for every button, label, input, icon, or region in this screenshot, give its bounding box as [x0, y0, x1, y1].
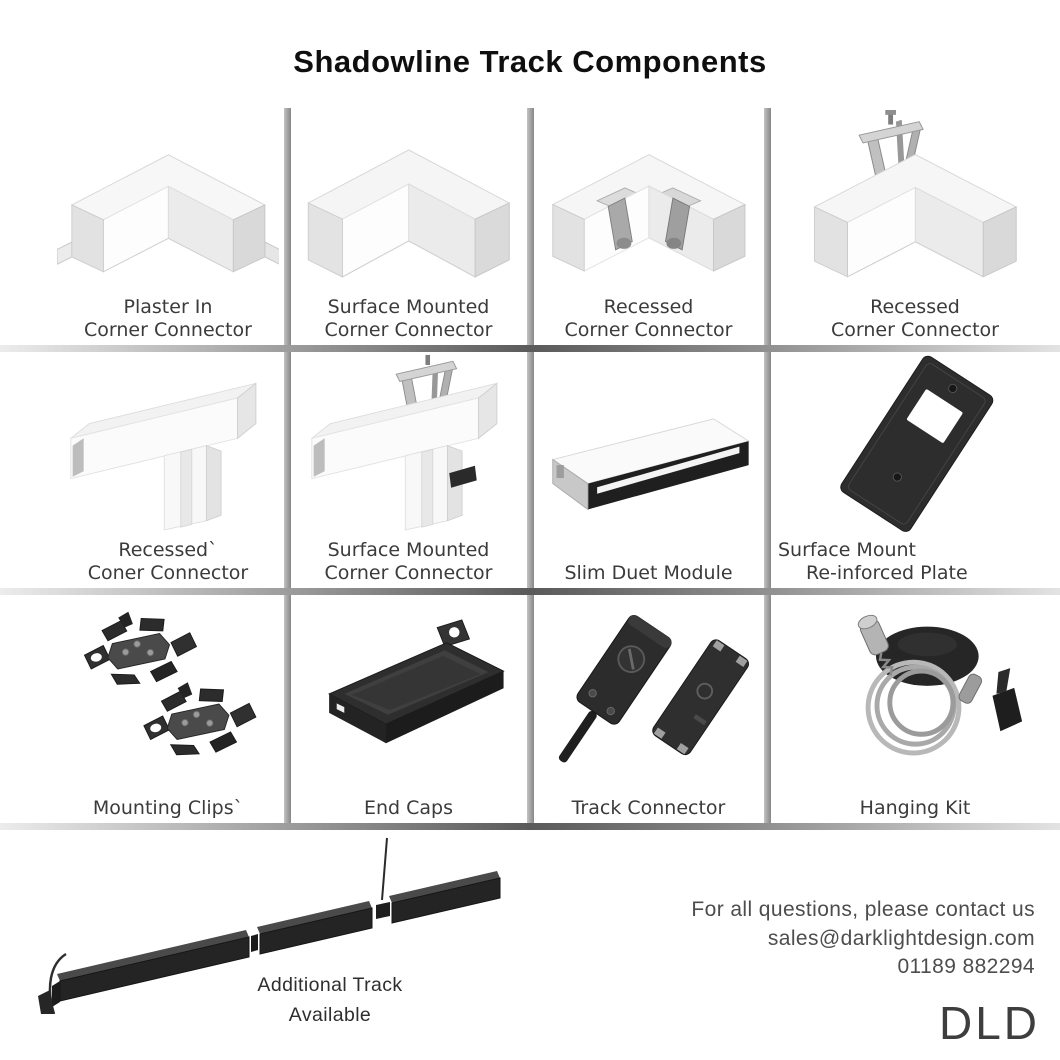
- product-label: Slim Duet Module: [564, 561, 733, 584]
- grid-divider-vertical-1: [284, 108, 291, 830]
- additional-track-image: [30, 836, 530, 1014]
- product-label: Recessed Corner Connector: [831, 296, 999, 341]
- cell-hanging-kit: Hanging Kit: [770, 595, 1060, 823]
- contact-email: sales@darklightdesign.com: [767, 926, 1035, 950]
- surface-mounted-corner-connector-tee-image: [290, 352, 527, 539]
- cell-slim-duet-module: Slim Duet Module: [533, 352, 764, 588]
- cell-plaster-in-corner-connector: Plaster In Corner Connector: [0, 108, 284, 345]
- product-label: Surface Mount Re-inforced Plate: [778, 539, 968, 584]
- additional-track-caption: Additional Track Available: [180, 970, 480, 1030]
- grid-divider-horizontal-1: [0, 345, 1060, 352]
- product-label: Track Connector: [571, 796, 726, 819]
- slim-duet-module-image: [533, 352, 764, 562]
- cell-recessed-corner-connector: Recessed Corner Connector: [533, 108, 764, 345]
- mounting-clips-image: [52, 595, 284, 797]
- cell-mounting-clips: Mounting Clips`: [0, 595, 284, 823]
- cell-end-caps: End Caps: [290, 595, 527, 823]
- recessed-corner-connector-bracket-image: [770, 108, 1060, 296]
- recessed-coner-connector-image: [52, 352, 284, 539]
- product-label: Recessed Corner Connector: [564, 296, 733, 341]
- grid-divider-vertical-2: [527, 108, 534, 830]
- cell-surface-mounted-corner-connector: Surface Mounted Corner Connector: [290, 108, 527, 345]
- additional-track-line2: Available: [288, 1004, 372, 1026]
- product-label: Surface Mounted Corner Connector: [324, 539, 493, 584]
- grid-divider-horizontal-2: [0, 588, 1060, 595]
- track-connector-image: [533, 595, 764, 797]
- product-label: Mounting Clips`: [92, 796, 244, 819]
- surface-mount-reinforced-plate-image: [770, 352, 1060, 539]
- additional-track-line1: Additional Track: [257, 974, 403, 996]
- cell-recessed-coner-connector: Recessed` Coner Connector: [0, 352, 284, 588]
- product-label: Plaster In Corner Connector: [84, 296, 252, 341]
- contact-phone: 01189 882294: [897, 955, 1035, 978]
- grid-divider-horizontal-3: [0, 823, 1060, 830]
- cell-recessed-corner-connector-bracket: Recessed Corner Connector: [770, 108, 1060, 345]
- page-title: Shadowline Track Components: [293, 44, 767, 79]
- cell-surface-mount-reinforced-plate: Surface Mount Re-inforced Plate: [770, 352, 1060, 588]
- contact-message: For all questions, please contact us: [691, 898, 1035, 921]
- contact-info: For all questions, please contact us sal…: [691, 896, 1035, 982]
- grid-divider-vertical-3: [764, 108, 771, 830]
- surface-mounted-corner-connector-image: [290, 108, 527, 296]
- cell-surface-mounted-corner-connector-tee: Surface Mounted Corner Connector: [290, 352, 527, 588]
- plaster-in-corner-connector-image: [52, 108, 284, 296]
- product-label: Recessed` Coner Connector: [87, 539, 249, 584]
- cell-track-connector: Track Connector: [533, 595, 764, 823]
- end-caps-image: [290, 595, 527, 797]
- product-label: End Caps: [363, 796, 454, 819]
- hanging-kit-image: [770, 595, 1060, 797]
- recessed-corner-connector-image: [533, 108, 764, 296]
- product-label: Surface Mounted Corner Connector: [324, 296, 493, 341]
- dld-logo: DLD: [938, 997, 1040, 1049]
- product-label: Hanging Kit: [859, 796, 971, 819]
